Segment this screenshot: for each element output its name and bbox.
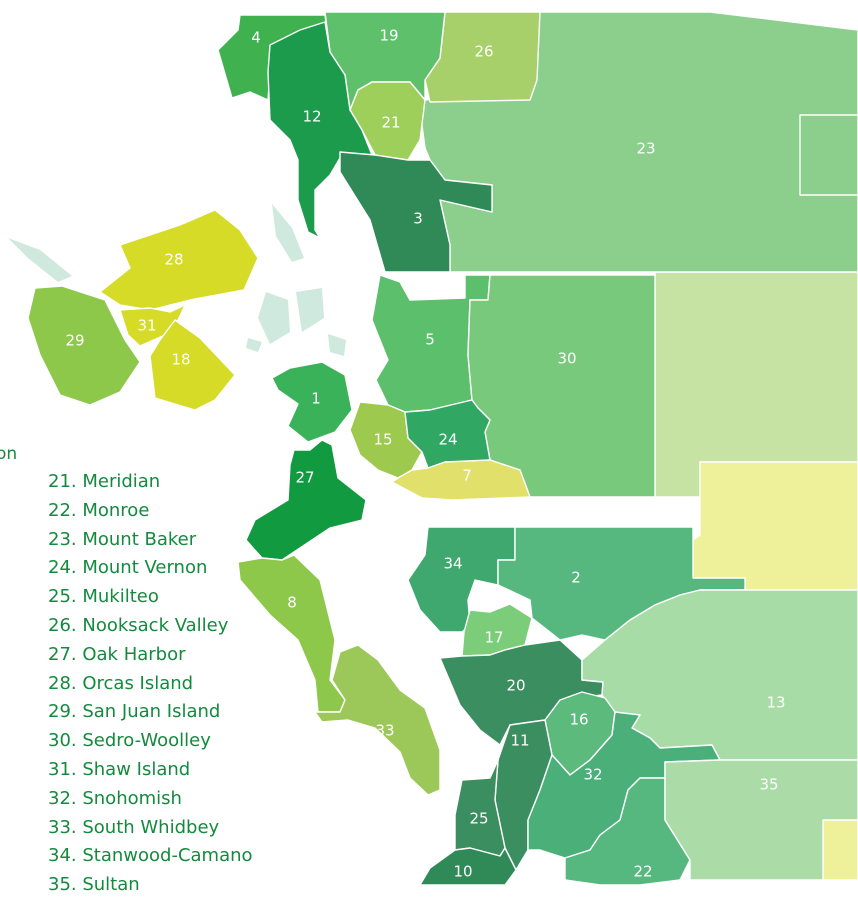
small-island	[8, 238, 72, 282]
district-label-15: 15	[373, 431, 392, 449]
district-label-27: 27	[295, 469, 314, 487]
district-18	[149, 319, 236, 411]
district-label-10: 10	[453, 863, 472, 881]
district-label-7: 7	[462, 467, 472, 485]
district-1	[271, 361, 353, 443]
district-label-22: 22	[633, 863, 652, 881]
district-label-3: 3	[413, 210, 423, 228]
district-label-13: 13	[766, 694, 785, 712]
district-label-30: 30	[557, 350, 576, 368]
district-8	[237, 554, 346, 713]
small-island	[258, 292, 290, 344]
district-label-18: 18	[171, 351, 190, 369]
district-label-19: 19	[379, 27, 398, 45]
district-label-32: 32	[583, 766, 602, 784]
region-unnumbered-east-south	[692, 461, 858, 591]
small-island	[328, 334, 346, 356]
district-27	[245, 439, 367, 561]
district-31	[119, 304, 186, 347]
district-label-34: 34	[443, 555, 462, 573]
district-35	[664, 759, 858, 881]
district-7	[391, 459, 531, 501]
district-label-1: 1	[311, 390, 321, 408]
district-label-21: 21	[381, 114, 400, 132]
district-label-26: 26	[474, 43, 493, 61]
district-label-33: 33	[375, 722, 394, 740]
small-island	[296, 288, 324, 332]
district-label-17: 17	[484, 629, 503, 647]
district-10	[419, 847, 517, 886]
district-labels: 4 19 26 12 21 23 3 28 31 29 5 30 18 1 15…	[65, 27, 785, 881]
district-label-2: 2	[571, 569, 581, 587]
district-label-8: 8	[287, 594, 297, 612]
small-island	[272, 204, 304, 262]
district-label-16: 16	[569, 711, 588, 729]
water-features	[8, 204, 346, 356]
small-island	[246, 338, 262, 352]
district-label-11: 11	[510, 732, 529, 750]
district-3	[339, 151, 493, 273]
districts	[27, 11, 858, 886]
district-label-29: 29	[65, 332, 84, 350]
district-33	[314, 644, 441, 796]
district-28	[99, 209, 259, 311]
district-label-28: 28	[164, 251, 183, 269]
district-label-35: 35	[759, 776, 778, 794]
district-12	[267, 21, 373, 239]
district-label-23: 23	[636, 140, 655, 158]
district-label-5: 5	[425, 331, 435, 349]
district-label-20: 20	[506, 677, 525, 695]
district-29	[27, 285, 141, 406]
district-label-24: 24	[438, 431, 457, 449]
region-unnumbered-corner	[822, 819, 858, 881]
district-label-25: 25	[469, 810, 488, 828]
district-label-31: 31	[137, 317, 156, 335]
district-label-12: 12	[302, 108, 321, 126]
district-label-4: 4	[251, 29, 261, 47]
